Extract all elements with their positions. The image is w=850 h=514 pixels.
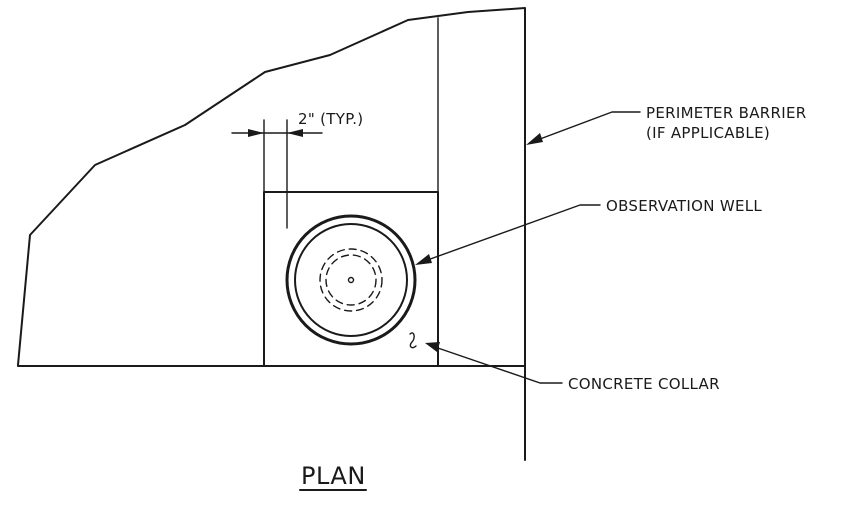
concrete-texture-mark (409, 332, 417, 349)
dimension-label: 2" (TYP.) (298, 110, 363, 128)
concrete-collar-leader-line (431, 345, 563, 384)
dimension-arrow-right (287, 129, 303, 137)
concrete-collar-square (263, 191, 439, 367)
well-dashed-inner (325, 254, 377, 306)
observation-well-leader-line (421, 204, 601, 263)
observation-well-leader-arrow (415, 254, 432, 265)
perimeter-leader-line (531, 111, 641, 143)
ground-boundary-outline (17, 7, 526, 461)
well-dashed-outer (319, 248, 383, 312)
well-center-dot (347, 276, 355, 284)
well-outer-ring (285, 214, 417, 346)
perimeter-barrier-label-2: (IF APPLICABLE) (646, 124, 770, 142)
drawing-title: PLAN (301, 462, 366, 490)
well-inner-ring (294, 223, 408, 337)
dimension-arrow-left (248, 129, 264, 137)
perimeter-leader-arrow (526, 133, 543, 145)
concrete-collar-leader-arrow (425, 342, 440, 352)
observation-well-label: OBSERVATION WELL (606, 197, 762, 215)
perimeter-barrier-label-1: PERIMETER BARRIER (646, 104, 806, 122)
concrete-collar-label: CONCRETE COLLAR (568, 375, 720, 393)
